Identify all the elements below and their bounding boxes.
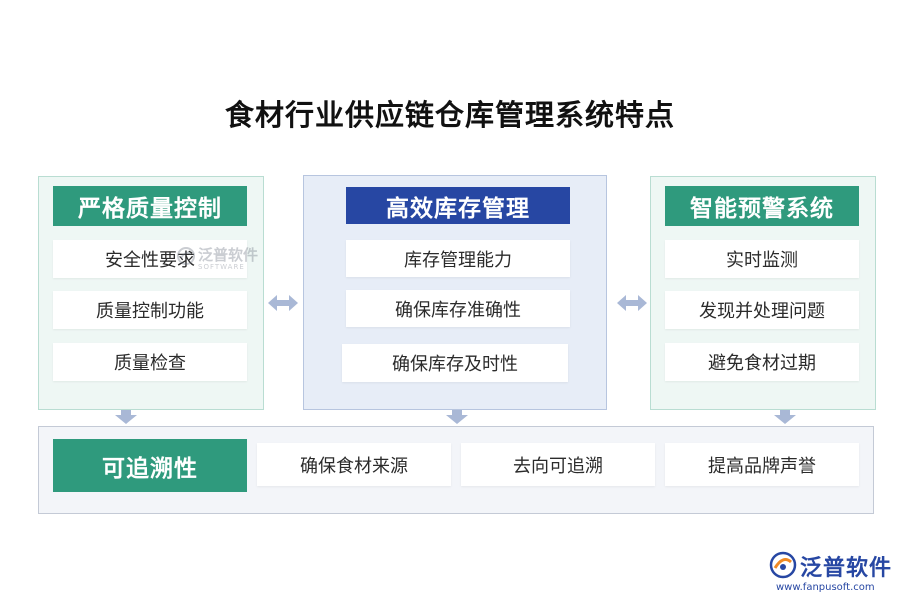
page-title: 食材行业供应链仓库管理系统特点 [224, 98, 675, 132]
panel-header-inventory-management: 高效库存管理 [346, 187, 570, 224]
item-realtime-monitoring: 实时监测 [665, 240, 859, 278]
double-arrow-icon [617, 295, 647, 311]
item-detect-handle-issues: 发现并处理问题 [665, 291, 859, 329]
brand-url: www.fanpusoft.com [776, 582, 875, 593]
item-inventory-accuracy: 确保库存准确性 [346, 290, 570, 327]
item-destination-traceable: 去向可追溯 [461, 443, 655, 486]
item-quality-control-function: 质量控制功能 [53, 291, 247, 329]
fanpu-logo-icon [177, 247, 195, 265]
panel-quality-control: 严格质量控制 安全性要求 质量控制功能 质量检查 [38, 176, 264, 410]
watermark-subtext: SOFTWARE [198, 263, 245, 271]
panel-traceability: 可追溯性 确保食材来源 去向可追溯 提高品牌声誉 [38, 426, 874, 514]
item-inventory-timeliness: 确保库存及时性 [342, 344, 568, 382]
fanpu-logo-icon [769, 551, 797, 579]
down-arrow-icon [446, 410, 468, 424]
item-quality-inspection: 质量检查 [53, 343, 247, 381]
watermark-text: 泛普软件 [198, 246, 259, 264]
brand-name: 泛普软件 [800, 556, 893, 581]
panel-smart-warning: 智能预警系统 实时监测 发现并处理问题 避免食材过期 [650, 176, 876, 410]
brand-logo: 泛普软件 www.fanpusoft.com [766, 548, 896, 598]
item-brand-reputation: 提高品牌声誉 [665, 443, 859, 486]
panel-header-smart-warning: 智能预警系统 [665, 186, 859, 226]
watermark: 泛普软件 SOFTWARE [176, 244, 266, 278]
item-avoid-expiry: 避免食材过期 [665, 343, 859, 381]
panel-inventory-management: 高效库存管理 库存管理能力 确保库存准确性 确保库存及时性 [303, 175, 607, 410]
panel-header-quality-control: 严格质量控制 [53, 186, 247, 226]
down-arrow-icon [774, 410, 796, 424]
double-arrow-icon [268, 295, 298, 311]
panel-header-traceability: 可追溯性 [53, 439, 247, 492]
item-ensure-source: 确保食材来源 [257, 443, 451, 486]
down-arrow-icon [115, 410, 137, 424]
item-safety-requirement: 安全性要求 [53, 240, 247, 278]
item-inventory-capability: 库存管理能力 [346, 240, 570, 277]
